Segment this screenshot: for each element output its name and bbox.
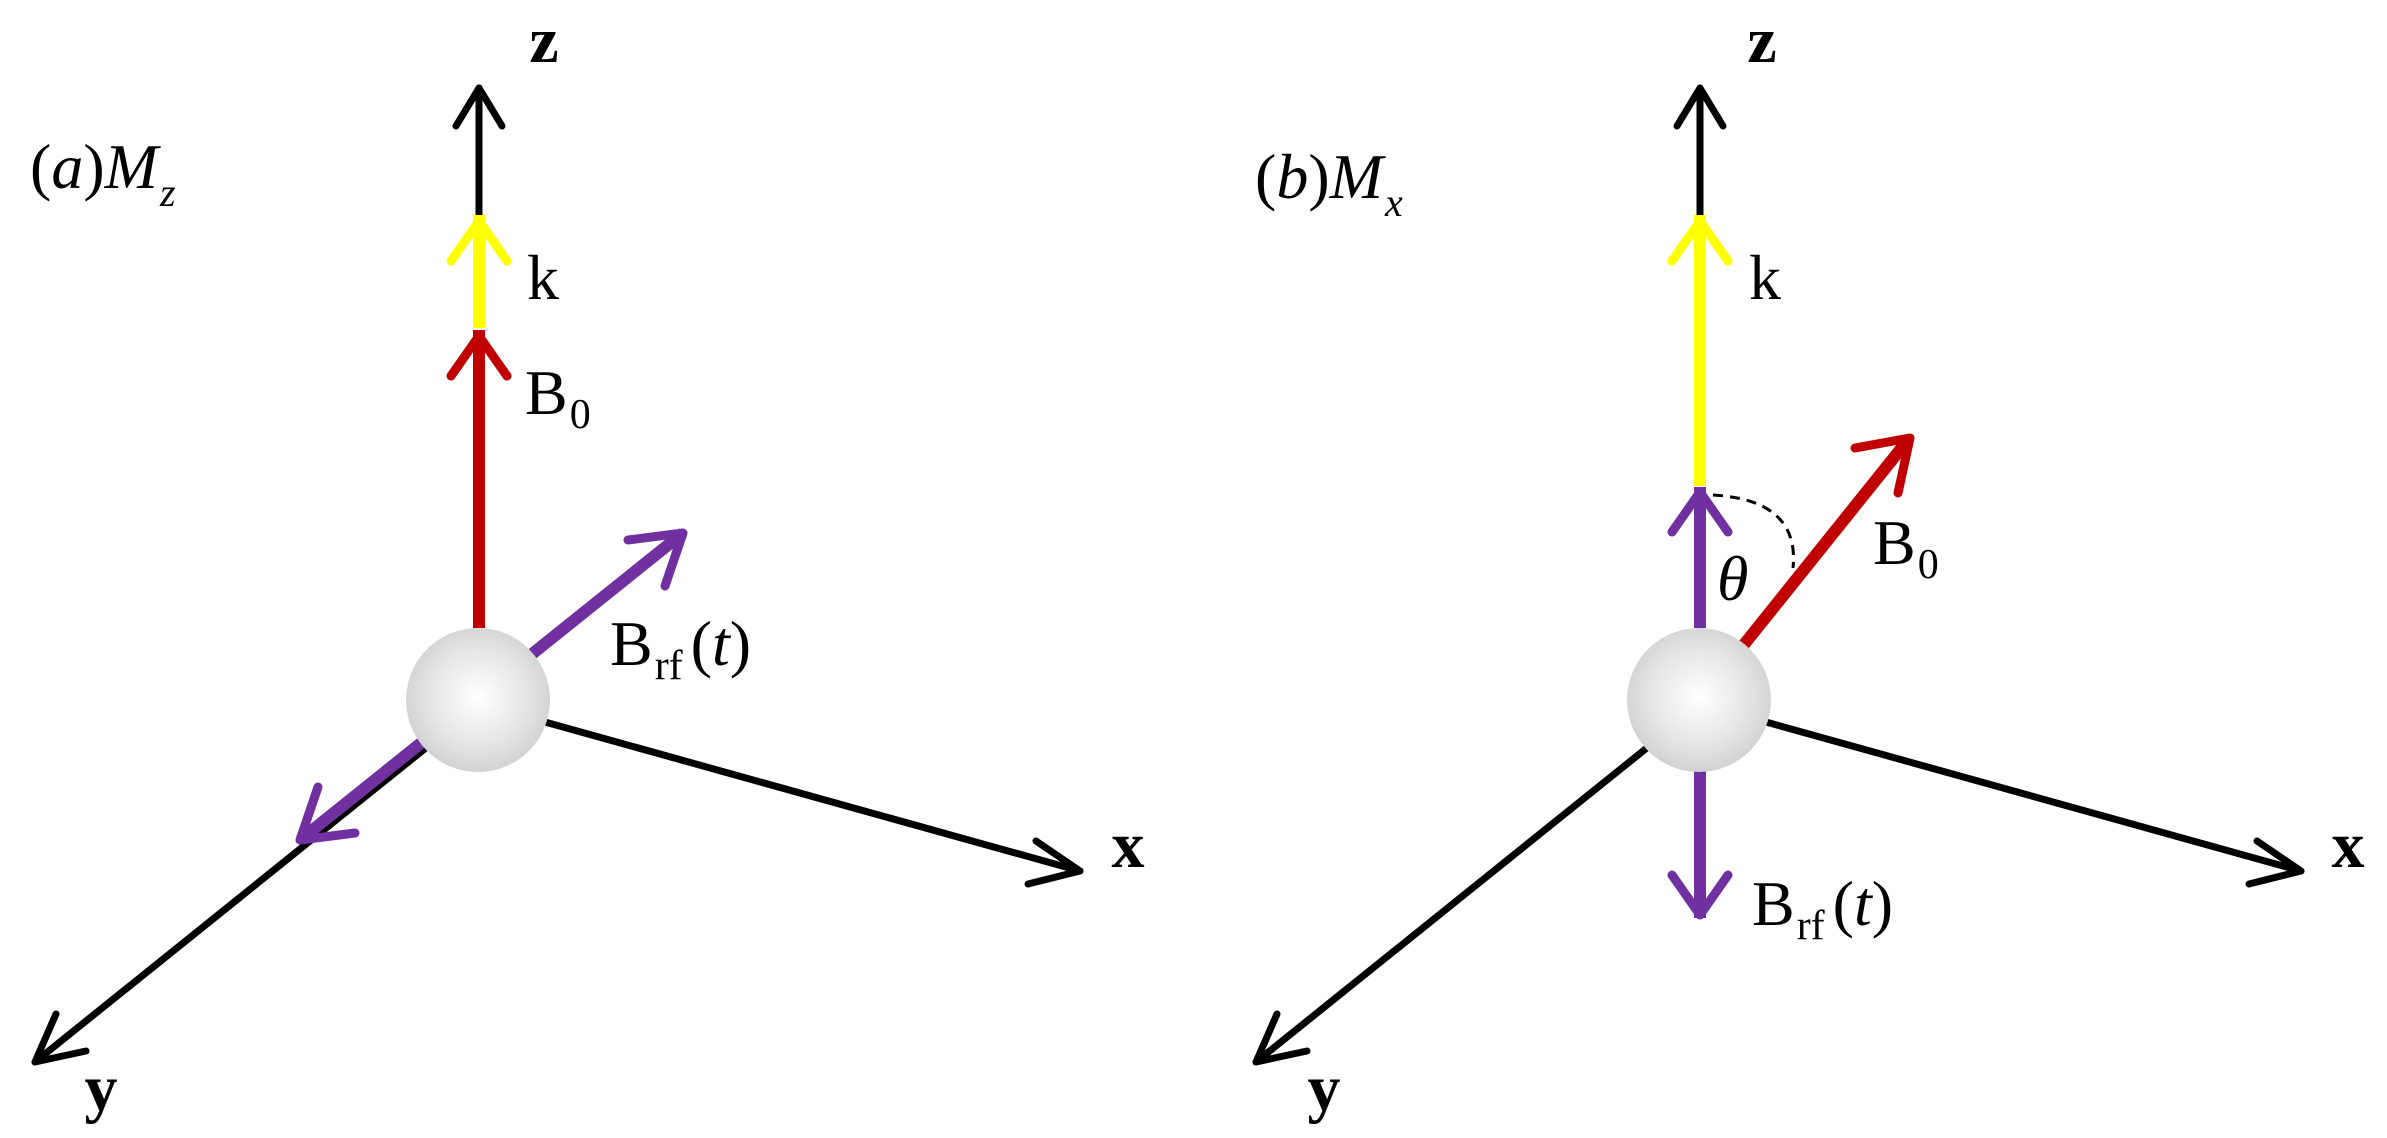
k-vector-label: k — [1749, 242, 1781, 313]
brf-vector-label: Brf(t) — [1752, 868, 1893, 949]
k-vector — [446, 215, 512, 328]
brf-main: B — [610, 608, 653, 679]
x-axis — [1762, 718, 2305, 888]
z-axis-label: z — [1747, 4, 1776, 77]
z-axis-label: z — [529, 4, 558, 77]
atom-sphere — [1627, 628, 1771, 772]
b0-main: B — [525, 357, 568, 428]
k-vector-label: k — [527, 242, 559, 313]
brf-vector — [1667, 487, 1733, 920]
panel-b-title: (b)Mx — [1255, 141, 1403, 225]
panel-b: z x y k θ B0 Brf(t) (b)Mx — [1252, 4, 2365, 1125]
panel-a: z x y k B0 Brf(t) (a)Mz — [30, 4, 1145, 1125]
y-axis-label: y — [85, 1052, 118, 1125]
panel-a-symbol-sub: z — [159, 170, 176, 215]
panel-a-open-paren: ( — [30, 131, 51, 202]
x-axis-label: x — [2332, 809, 2365, 882]
brf-t: t — [1854, 868, 1874, 939]
b0-vector-label: B0 — [525, 357, 591, 438]
panel-b-symbol: M — [1329, 141, 1387, 212]
y-axis-label: y — [1308, 1052, 1341, 1125]
brf-sub: rf — [1797, 903, 1825, 949]
panel-a-title: (a)Mz — [30, 131, 176, 215]
brf-close-paren: ) — [1872, 868, 1893, 939]
brf-close-paren: ) — [730, 608, 751, 679]
b0-main: B — [1873, 507, 1916, 578]
b0-vector-label: B0 — [1873, 507, 1939, 588]
y-axis — [31, 739, 436, 1066]
brf-open-paren: ( — [1833, 868, 1854, 939]
theta-arc — [1712, 493, 1796, 569]
panel-b-symbol-sub: x — [1384, 180, 1403, 225]
panel-b-open-paren: ( — [1255, 141, 1276, 212]
x-axis-label: x — [1112, 809, 1145, 882]
panel-a-close-paren: ) — [83, 131, 104, 202]
panel-a-symbol: M — [104, 131, 162, 202]
z-axis — [452, 84, 506, 219]
x-axis — [541, 718, 1084, 888]
brf-open-paren: ( — [691, 608, 712, 679]
atom-sphere — [406, 628, 550, 772]
brf-vector-label: Brf(t) — [610, 608, 751, 689]
b0-sub: 0 — [1918, 542, 1939, 588]
panel-b-close-paren: ) — [1308, 141, 1329, 212]
theta-label: θ — [1717, 543, 1748, 614]
z-axis — [1673, 84, 1727, 219]
panel-a-letter: a — [51, 131, 83, 202]
b0-vector — [1733, 433, 1915, 656]
b0-vector — [446, 330, 512, 628]
panel-b-letter: b — [1276, 141, 1308, 212]
b0-sub: 0 — [570, 392, 591, 438]
brf-t: t — [712, 608, 732, 679]
k-vector — [1667, 215, 1733, 486]
brf-sub: rf — [655, 643, 683, 689]
brf-main: B — [1752, 868, 1795, 939]
y-axis — [1252, 739, 1657, 1066]
